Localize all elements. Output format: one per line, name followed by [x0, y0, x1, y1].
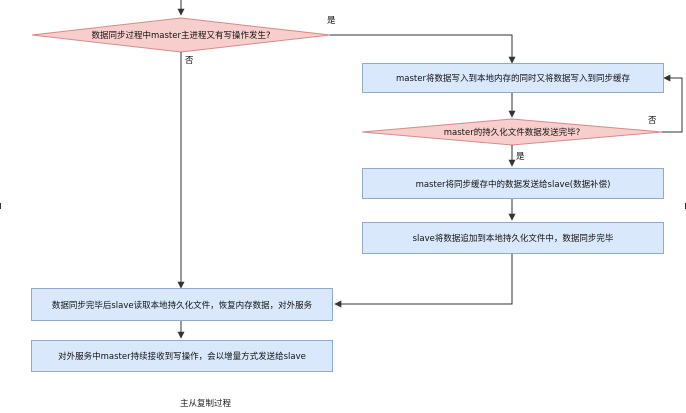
edge-decision2-no [662, 74, 683, 133]
decision-concurrent-write-label: 数据同步过程中master主进程又有写操作发生? [91, 31, 271, 41]
edge-label-no-2: 否 [648, 116, 657, 126]
process-incremental-label: 对外服务中master持续接收到写操作，会以增量方式发送给slave [58, 352, 306, 362]
decision-persist-done-label: master的持久化文件数据发送完毕? [443, 128, 581, 138]
edge-append-to-load [334, 254, 513, 308]
process-write-both-label: master将数据写入到本地内存的同时又将数据写入到同步缓存 [396, 74, 630, 84]
edge-label-no-1: 否 [185, 56, 194, 66]
process-slave-load-label: 数据同步完毕后slave读取本地持久化文件，恢复内存数据，对外服务 [51, 300, 313, 311]
process-slave-append-label: slave将数据追加到本地持久化文件中，数据同步完毕 [412, 234, 614, 244]
diagram-caption: 主从复制过程 [180, 399, 232, 409]
edge-label-yes-1: 是 [327, 16, 336, 26]
edge-decision1-yes [330, 34, 516, 64]
process-write-both[interactable]: master将数据写入到本地内存的同时又将数据写入到同步缓存 [362, 63, 664, 93]
process-slave-append[interactable]: slave将数据追加到本地持久化文件中，数据同步完毕 [362, 222, 664, 254]
process-send-buffer[interactable]: master将同步缓存中的数据发送给slave(数据补偿) [362, 168, 664, 199]
process-slave-load[interactable]: 数据同步完毕后slave读取本地持久化文件，恢复内存数据，对外服务 [31, 288, 333, 321]
edge-label-yes-2: 是 [516, 152, 525, 162]
process-send-buffer-label: master将同步缓存中的数据发送给slave(数据补偿) [415, 179, 611, 190]
process-incremental[interactable]: 对外服务中master持续接收到写操作，会以增量方式发送给slave [31, 340, 333, 372]
left-edge-tick [0, 203, 1, 209]
